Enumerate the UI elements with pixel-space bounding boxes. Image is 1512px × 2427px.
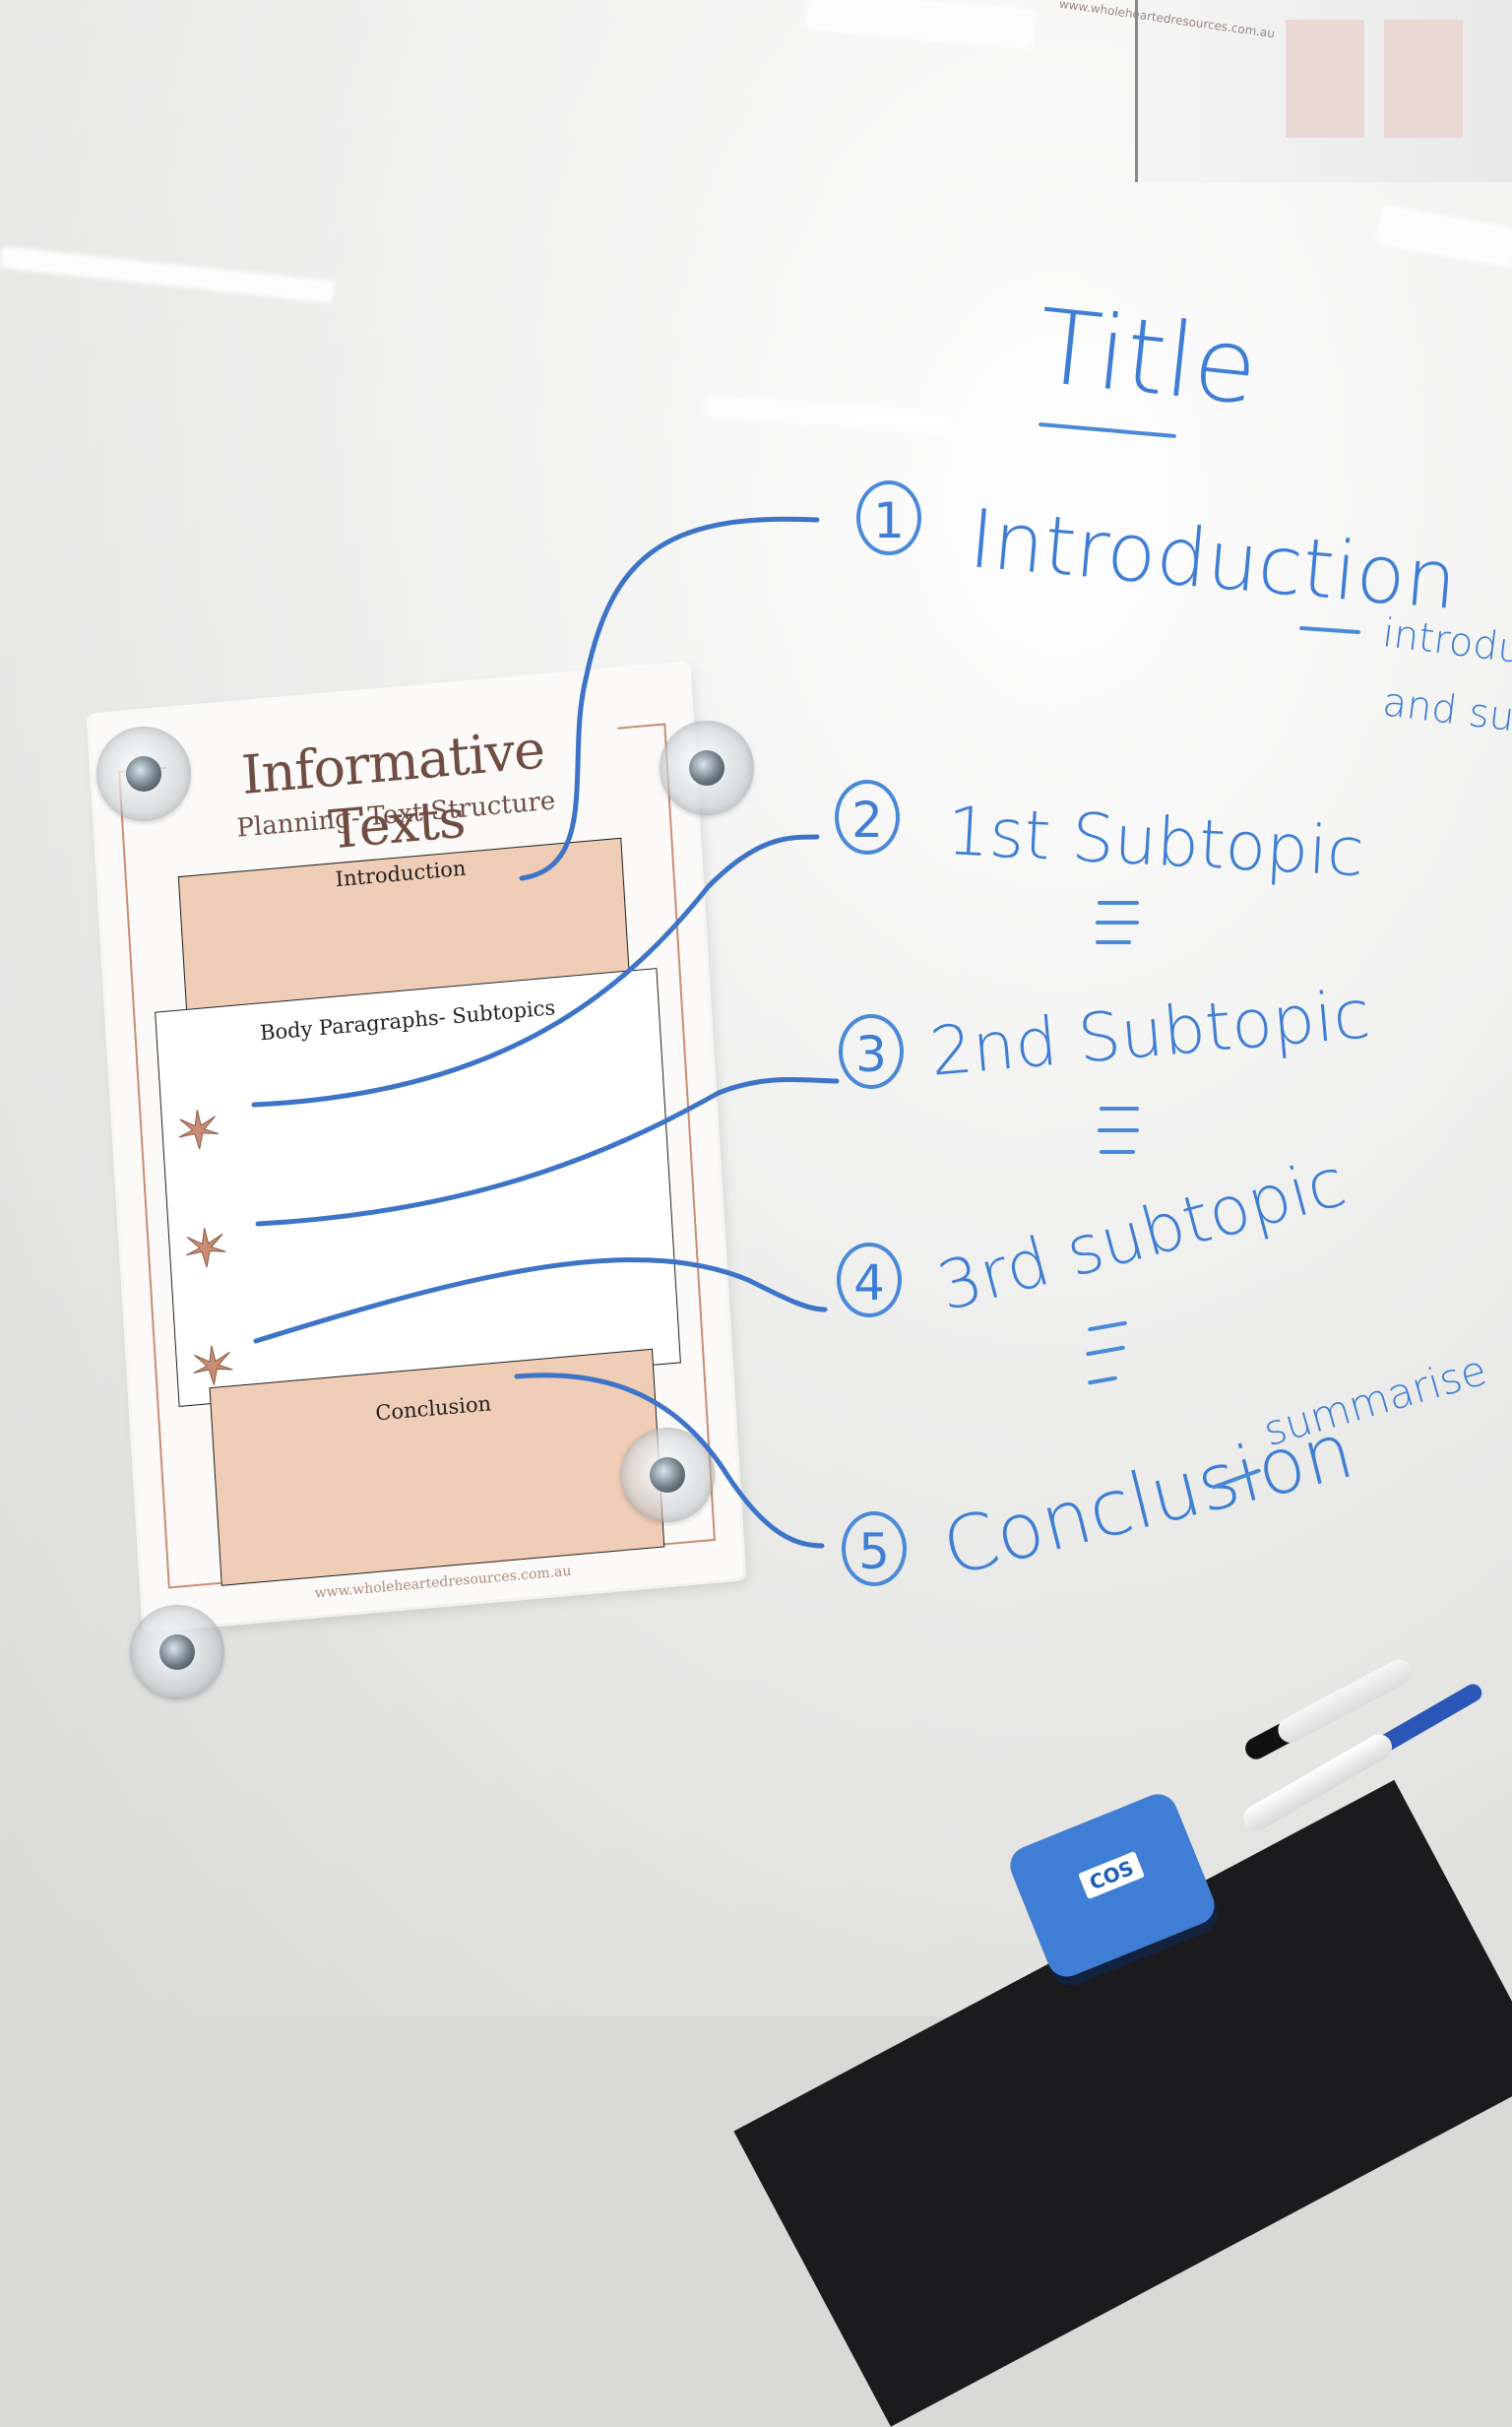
item-number-4: 4	[837, 1243, 902, 1317]
suction-cup	[130, 1605, 224, 1699]
star-icon	[186, 1227, 226, 1268]
board-title: Title	[1032, 286, 1264, 428]
item-number-5: 5	[842, 1511, 907, 1586]
item-2-line	[1098, 901, 1139, 905]
item-3-line	[1098, 1128, 1139, 1132]
informative-texts-poster: Informative Texts Planning- Text Structu…	[89, 664, 744, 1630]
framed-poster-top: www.wholeheartedresources.com.au	[1058, 0, 1512, 182]
star-icon	[178, 1110, 219, 1150]
item-number-1: 1	[856, 480, 921, 555]
item-2-line	[1096, 940, 1131, 944]
suction-cup	[620, 1428, 715, 1522]
suction-cup	[660, 721, 754, 815]
item-number-3: 3	[839, 1014, 904, 1089]
connector-line-5	[514, 1373, 825, 1549]
eraser-brand-label: COS	[1078, 1850, 1146, 1900]
item-2-line	[1096, 921, 1139, 925]
star-icon	[193, 1345, 233, 1385]
connector-lines	[251, 516, 840, 1549]
item-3-line	[1100, 1150, 1135, 1154]
connector-line-3	[255, 1076, 840, 1227]
connector-line-1	[519, 516, 820, 881]
body-paragraphs-box: Body Paragraphs- Subtopics	[155, 968, 681, 1407]
suction-cup	[96, 727, 191, 821]
connector-line-2	[251, 834, 820, 1108]
item-number-2: 2	[835, 780, 900, 855]
item-3-line	[1100, 1107, 1139, 1111]
connector-line-4	[253, 1257, 828, 1344]
frame-panel	[1286, 20, 1364, 138]
frame-panel	[1384, 20, 1463, 138]
